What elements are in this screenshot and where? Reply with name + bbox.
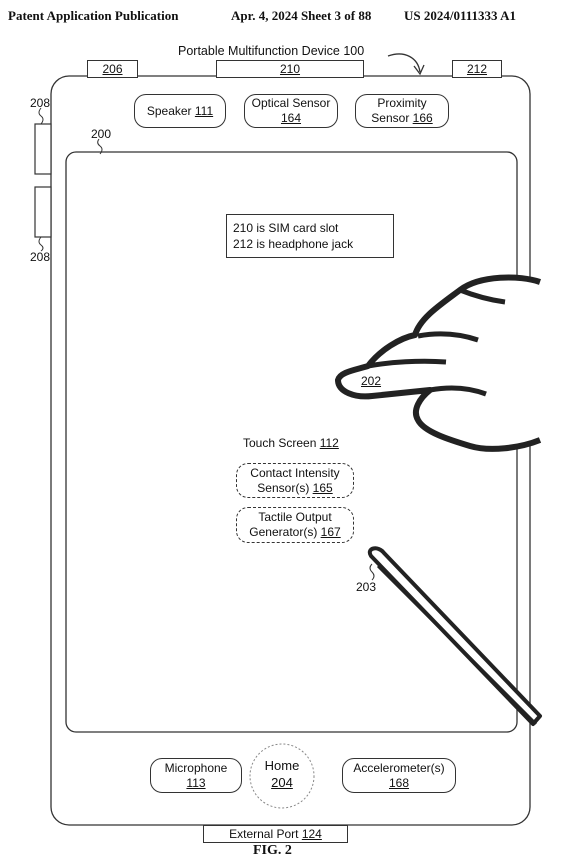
side-button-lower: [34, 186, 52, 238]
port-210-sim-slot: 210: [216, 60, 364, 78]
proximity-sensor-box: Proximity Sensor 166: [355, 94, 449, 128]
leader-208-top: [38, 107, 44, 125]
optical-sensor-box: Optical Sensor 164: [244, 94, 338, 128]
side-button-upper: [34, 123, 52, 175]
accelerometer-box: Accelerometer(s) 168: [342, 758, 456, 793]
note-box: 210 is SIM card slot 212 is headphone ja…: [226, 214, 394, 258]
label-208-bottom: 208: [30, 250, 51, 264]
label-200: 200: [91, 127, 112, 141]
label-208-top: 208: [30, 96, 51, 110]
leader-200: [97, 138, 103, 155]
title-arrow: [387, 53, 421, 73]
figure-caption: FIG. 2: [253, 843, 292, 858]
tactile-output-generator-box: Tactile Output Generator(s) 167: [236, 507, 354, 543]
home-button-circle: [249, 743, 315, 809]
stylus: [367, 546, 542, 726]
device-body: [50, 75, 531, 826]
publication-date-sheet: Apr. 4, 2024 Sheet 3 of 88: [231, 8, 372, 23]
leader-203: [369, 563, 375, 581]
note-line-2: 212 is headphone jack: [233, 237, 354, 251]
leader-208-bottom: [38, 236, 44, 252]
home-button: Home 204: [264, 758, 300, 790]
port-206: 206: [87, 60, 138, 78]
note-line-1: 210 is SIM card slot: [233, 221, 339, 235]
publication-title: Patent Application Publication: [8, 8, 179, 23]
device-title: Portable Multifunction Device 100: [178, 44, 365, 58]
touch-screen-label: Touch Screen 112: [243, 436, 339, 450]
port-212-headphone-jack: 212: [452, 60, 502, 78]
external-port: External Port 124: [203, 825, 348, 843]
publication-number: US 2024/0111333 A1: [404, 8, 516, 23]
speaker-box: Speaker 111: [134, 94, 226, 128]
finger-label-202: 202: [361, 374, 382, 388]
contact-intensity-sensor-box: Contact Intensity Sensor(s) 165: [236, 463, 354, 498]
microphone-box: Microphone 113: [150, 758, 242, 793]
stylus-label-203: 203: [356, 580, 377, 594]
